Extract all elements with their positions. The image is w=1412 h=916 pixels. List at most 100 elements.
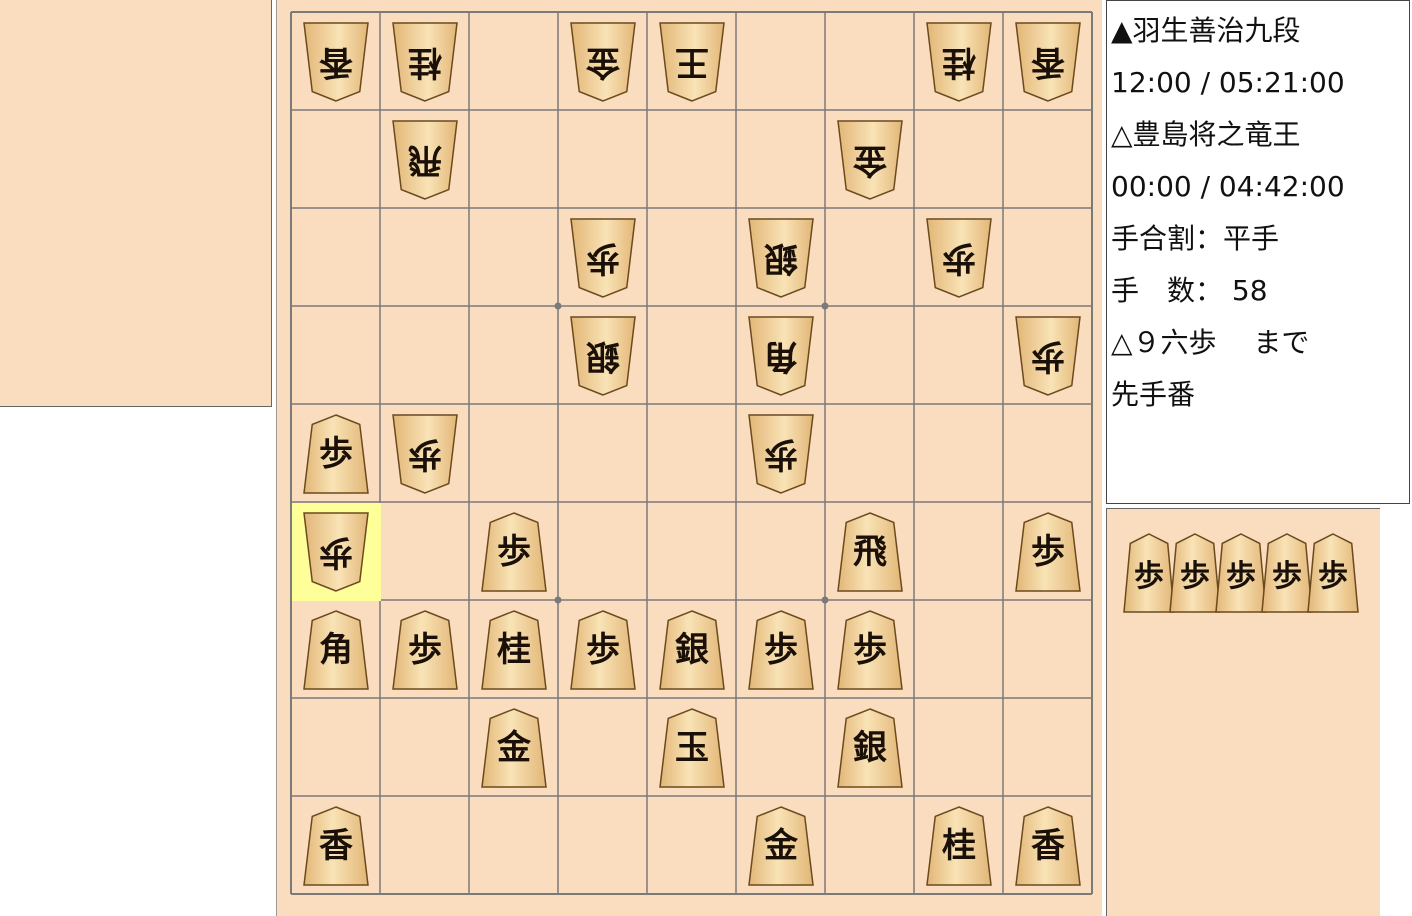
board-square[interactable] <box>737 13 826 111</box>
board-square[interactable]: 金 <box>559 13 648 111</box>
board-square[interactable] <box>648 503 737 601</box>
sente-piece[interactable]: 金 <box>481 708 547 788</box>
gote-piece[interactable]: 歩 <box>570 218 636 298</box>
board-square[interactable]: 香 <box>1004 797 1093 895</box>
board-square[interactable] <box>292 699 381 797</box>
sente-piece[interactable]: 歩 <box>837 610 903 690</box>
board-square[interactable]: 玉 <box>648 699 737 797</box>
board-square[interactable]: 金 <box>470 699 559 797</box>
board-square[interactable] <box>1004 405 1093 503</box>
board-square[interactable] <box>381 797 470 895</box>
board-square[interactable]: 歩 <box>381 405 470 503</box>
board-square[interactable] <box>292 209 381 307</box>
board-square[interactable] <box>559 405 648 503</box>
sente-piece[interactable]: 金 <box>748 806 814 886</box>
gote-piece[interactable]: 王 <box>659 22 725 102</box>
board-square[interactable] <box>559 503 648 601</box>
sente-piece[interactable]: 香 <box>303 806 369 886</box>
sente-piece[interactable]: 歩 <box>303 414 369 494</box>
board-square[interactable] <box>559 111 648 209</box>
board-square[interactable]: 桂 <box>915 797 1004 895</box>
gote-piece[interactable]: 金 <box>570 22 636 102</box>
gote-piece[interactable]: 香 <box>1015 22 1081 102</box>
gote-piece[interactable]: 香 <box>303 22 369 102</box>
board-square[interactable] <box>915 601 1004 699</box>
sente-piece[interactable]: 桂 <box>481 610 547 690</box>
board-square[interactable]: 銀 <box>648 601 737 699</box>
board-square[interactable] <box>470 797 559 895</box>
gote-piece[interactable]: 歩 <box>392 414 458 494</box>
board-square[interactable] <box>292 111 381 209</box>
board-square[interactable] <box>737 503 826 601</box>
board-square[interactable] <box>470 307 559 405</box>
sente-hand-piece[interactable]: 歩 <box>1261 533 1313 613</box>
sente-hand-piece[interactable]: 歩 <box>1169 533 1221 613</box>
sente-hand-piece[interactable]: 歩 <box>1123 533 1175 613</box>
shogi-board[interactable]: 香桂金王桂香飛金歩銀歩銀角歩歩歩歩歩歩飛歩角歩桂歩銀歩歩金玉銀香金桂香 <box>276 0 1102 916</box>
board-square[interactable] <box>1004 111 1093 209</box>
sente-piece[interactable]: 銀 <box>659 610 725 690</box>
board-square[interactable] <box>737 111 826 209</box>
board-square[interactable]: 銀 <box>559 307 648 405</box>
board-square[interactable]: 歩 <box>381 601 470 699</box>
gote-piece[interactable]: 桂 <box>392 22 458 102</box>
gote-piece[interactable]: 歩 <box>748 414 814 494</box>
gote-piece[interactable]: 桂 <box>926 22 992 102</box>
board-square[interactable]: 飛 <box>381 111 470 209</box>
board-square[interactable]: 歩 <box>559 209 648 307</box>
board-square[interactable]: 歩 <box>826 601 915 699</box>
board-square[interactable] <box>826 13 915 111</box>
gote-piece[interactable]: 銀 <box>748 218 814 298</box>
board-square[interactable]: 歩 <box>737 601 826 699</box>
board-square[interactable]: 桂 <box>915 13 1004 111</box>
board-square[interactable] <box>470 111 559 209</box>
board-square[interactable] <box>648 405 737 503</box>
board-square[interactable]: 王 <box>648 13 737 111</box>
board-square[interactable]: 角 <box>737 307 826 405</box>
sente-piece[interactable]: 角 <box>303 610 369 690</box>
board-square[interactable]: 歩 <box>1004 307 1093 405</box>
board-square[interactable] <box>470 405 559 503</box>
board-square[interactable]: 香 <box>1004 13 1093 111</box>
gote-piece[interactable]: 歩 <box>926 218 992 298</box>
sente-hand-piece[interactable]: 歩 <box>1215 533 1267 613</box>
gote-piece[interactable]: 銀 <box>570 316 636 396</box>
board-square[interactable]: 香 <box>292 13 381 111</box>
board-square[interactable] <box>737 699 826 797</box>
sente-piece-stand[interactable]: 歩歩歩歩歩 <box>1106 508 1380 916</box>
board-square[interactable] <box>826 405 915 503</box>
board-square[interactable] <box>292 307 381 405</box>
board-square[interactable] <box>381 307 470 405</box>
board-square[interactable]: 歩 <box>470 503 559 601</box>
board-square[interactable] <box>648 111 737 209</box>
board-square[interactable]: 桂 <box>470 601 559 699</box>
gote-piece[interactable]: 角 <box>748 316 814 396</box>
board-square[interactable] <box>1004 699 1093 797</box>
board-square[interactable] <box>559 699 648 797</box>
board-square[interactable]: 歩 <box>915 209 1004 307</box>
board-square[interactable]: 香 <box>292 797 381 895</box>
board-square[interactable] <box>915 111 1004 209</box>
gote-piece[interactable]: 歩 <box>303 512 369 592</box>
sente-piece[interactable]: 歩 <box>570 610 636 690</box>
board-square[interactable]: 歩 <box>1004 503 1093 601</box>
sente-piece[interactable]: 飛 <box>837 512 903 592</box>
board-square[interactable]: 銀 <box>826 699 915 797</box>
sente-piece[interactable]: 香 <box>1015 806 1081 886</box>
sente-piece[interactable]: 銀 <box>837 708 903 788</box>
board-square[interactable] <box>381 503 470 601</box>
board-square[interactable] <box>826 797 915 895</box>
board-square[interactable]: 銀 <box>737 209 826 307</box>
board-square[interactable] <box>826 307 915 405</box>
board-square[interactable] <box>915 503 1004 601</box>
board-square[interactable] <box>826 209 915 307</box>
board-square[interactable]: 金 <box>737 797 826 895</box>
sente-piece[interactable]: 歩 <box>748 610 814 690</box>
board-square[interactable] <box>1004 209 1093 307</box>
gote-piece[interactable]: 歩 <box>1015 316 1081 396</box>
board-square[interactable]: 金 <box>826 111 915 209</box>
board-square[interactable] <box>915 699 1004 797</box>
board-square[interactable] <box>470 13 559 111</box>
sente-piece[interactable]: 玉 <box>659 708 725 788</box>
gote-piece[interactable]: 飛 <box>392 120 458 200</box>
